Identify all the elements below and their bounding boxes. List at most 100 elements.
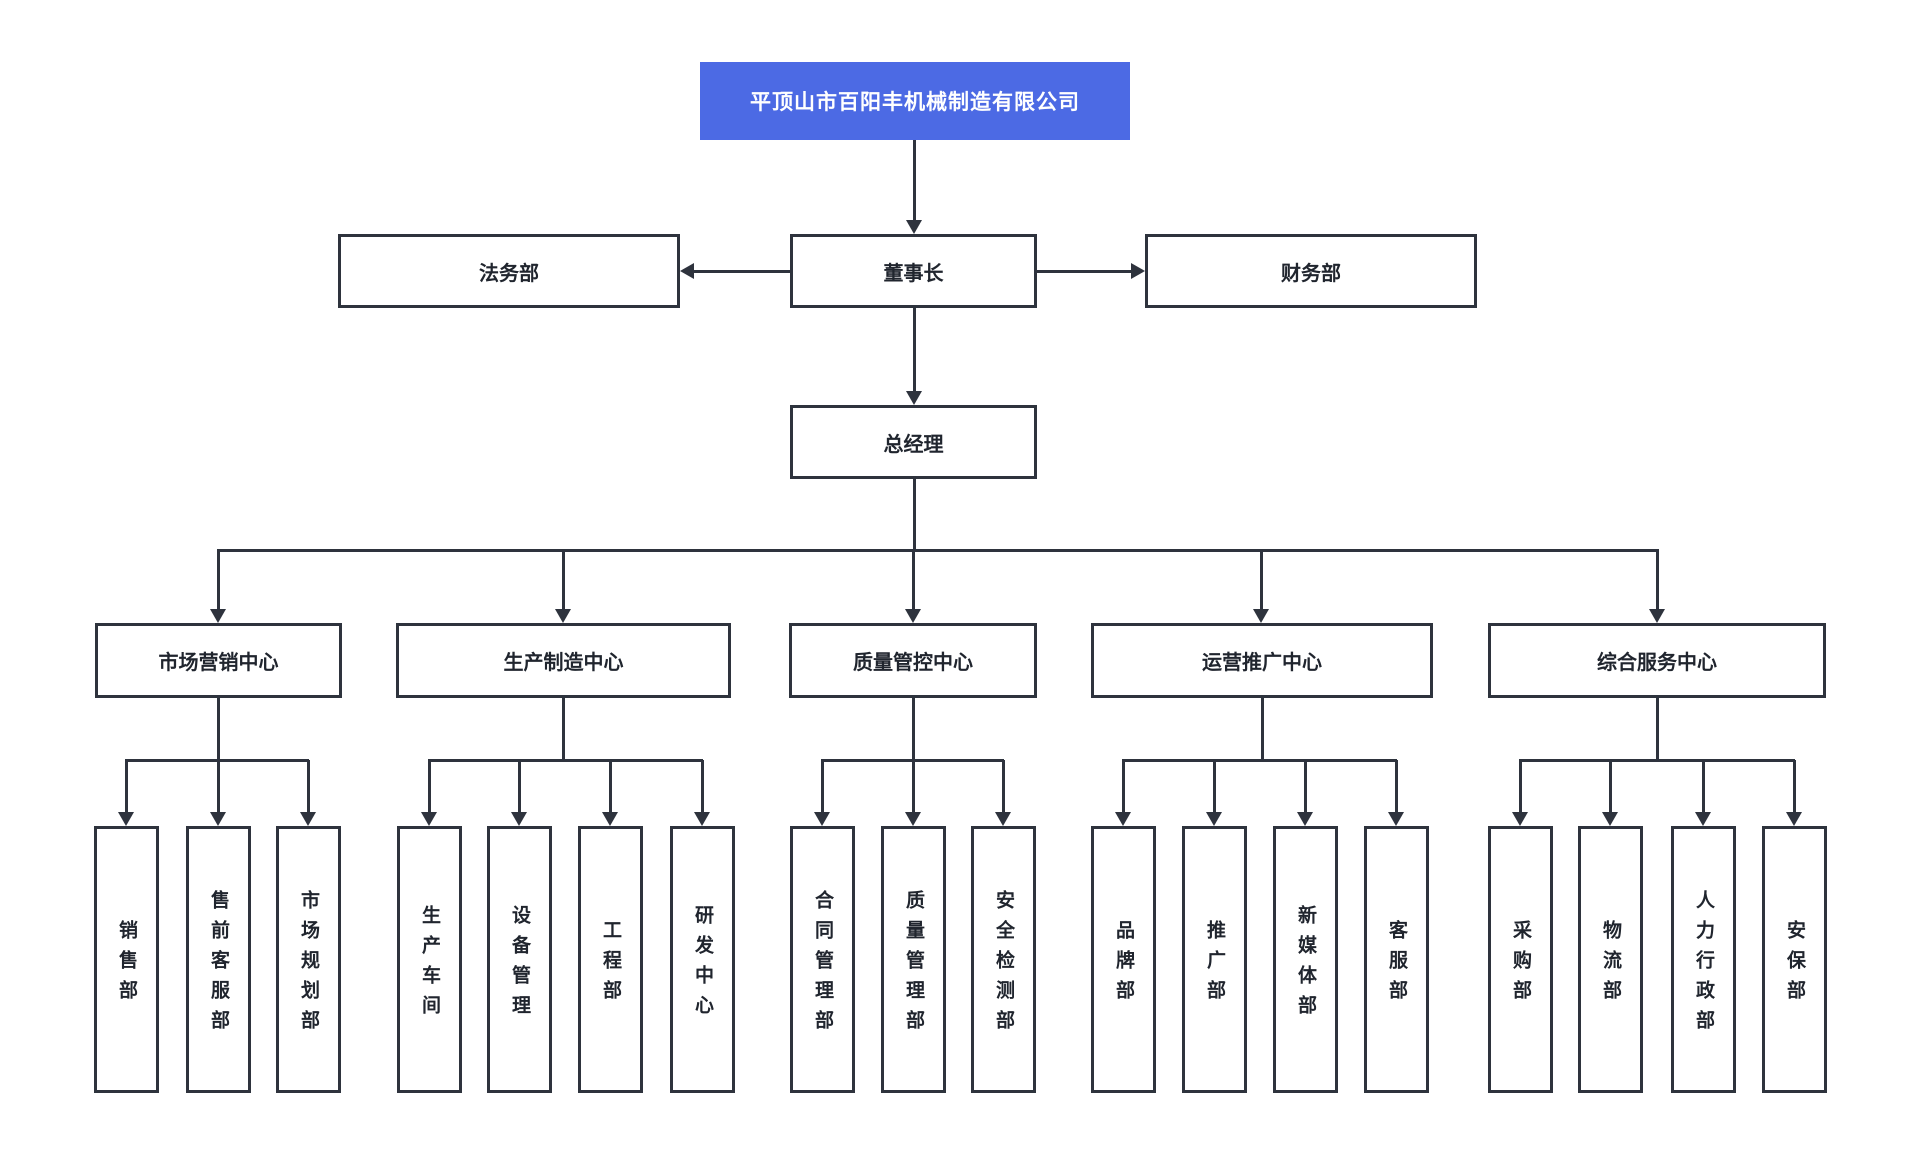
connector-drop-line <box>609 760 612 814</box>
dept-label: 销售部 <box>116 920 137 1010</box>
connector-drop-line <box>1213 760 1216 814</box>
arrowhead-down <box>906 220 922 234</box>
node-chairman: 董事长 <box>790 234 1037 308</box>
dept-label: 安全检测部 <box>993 890 1014 1040</box>
arrowhead-left <box>680 263 694 279</box>
connector-drop-line <box>1122 760 1125 814</box>
connector-drop-line <box>307 760 310 814</box>
node-dept-equipment-mgmt: 设备管理 <box>487 826 552 1093</box>
connector-group-bus <box>428 759 703 762</box>
arrowhead-down <box>905 812 921 826</box>
dept-label: 物流部 <box>1600 920 1621 1010</box>
arrowhead-down <box>555 609 571 623</box>
arrowhead-down <box>1695 812 1711 826</box>
arrowhead-down <box>1297 812 1313 826</box>
arrowhead-down <box>1115 812 1131 826</box>
connector-drop-line <box>518 760 521 814</box>
dept-label: 新媒体部 <box>1295 905 1316 1025</box>
connector-drop-line <box>1656 550 1659 610</box>
connector-drop-line <box>1609 760 1612 814</box>
arrowhead-down <box>814 812 830 826</box>
node-production-center: 生产制造中心 <box>396 623 731 698</box>
arrowhead-down <box>905 609 921 623</box>
node-marketing-center: 市场营销中心 <box>95 623 342 698</box>
node-quality-center: 质量管控中心 <box>789 623 1037 698</box>
connector-drop-line <box>125 760 128 814</box>
connector-parent-line <box>1261 698 1264 761</box>
node-dept-safety-testing: 安全检测部 <box>971 826 1036 1093</box>
dept-label: 人力行政部 <box>1693 890 1714 1040</box>
connector-drop-line <box>217 550 220 610</box>
connector-parent-line <box>217 698 220 761</box>
connector-drop-line <box>821 760 824 814</box>
node-dept-brand: 品牌部 <box>1091 826 1156 1093</box>
connector-drop-line <box>1304 760 1307 814</box>
arrowhead-down <box>1206 812 1222 826</box>
connector-drop-line <box>701 760 704 814</box>
connector-drop-line <box>1260 550 1263 610</box>
connector-gm-bus-line <box>913 479 916 550</box>
dept-label: 市场规划部 <box>298 890 319 1040</box>
node-dept-logistics: 物流部 <box>1578 826 1643 1093</box>
connector-drop-line <box>912 760 915 814</box>
node-finance-dept: 财务部 <box>1145 234 1477 308</box>
dept-label: 推广部 <box>1204 920 1225 1010</box>
arrowhead-down <box>210 812 226 826</box>
node-dept-sales: 销售部 <box>94 826 159 1093</box>
node-dept-hr-admin: 人力行政部 <box>1671 826 1736 1093</box>
node-dept-production-workshop: 生产车间 <box>397 826 462 1093</box>
arrowhead-down <box>1649 609 1665 623</box>
arrowhead-down <box>995 812 1011 826</box>
arrowhead-down <box>1388 812 1404 826</box>
arrowhead-down <box>1602 812 1618 826</box>
node-dept-presales-service: 售前客服部 <box>186 826 251 1093</box>
connector-group-bus <box>1519 759 1795 762</box>
node-general-manager: 总经理 <box>790 405 1037 479</box>
connector-drop-line <box>912 550 915 610</box>
node-legal-dept: 法务部 <box>338 234 680 308</box>
arrowhead-down <box>1786 812 1802 826</box>
arrowhead-down <box>210 609 226 623</box>
arrowhead-down <box>694 812 710 826</box>
connector-drop-line <box>1793 760 1796 814</box>
connector-drop-line <box>217 760 220 814</box>
dept-label: 生产车间 <box>419 905 440 1025</box>
connector-parent-line <box>562 698 565 761</box>
connector-drop-line <box>1519 760 1522 814</box>
node-services-center: 综合服务中心 <box>1488 623 1826 698</box>
dept-label: 研发中心 <box>692 905 713 1025</box>
node-company: 平顶山市百阳丰机械制造有限公司 <box>700 62 1130 140</box>
arrowhead-right <box>1131 263 1145 279</box>
arrowhead-down <box>1253 609 1269 623</box>
connector-drop-line <box>1002 760 1005 814</box>
arrowhead-down <box>421 812 437 826</box>
connector-chairman-gm-line <box>913 308 916 392</box>
dept-label: 合同管理部 <box>812 890 833 1040</box>
arrowhead-down <box>602 812 618 826</box>
node-dept-new-media: 新媒体部 <box>1273 826 1338 1093</box>
dept-label: 品牌部 <box>1113 920 1134 1010</box>
connector-drop-line <box>428 760 431 814</box>
dept-label: 安保部 <box>1784 920 1805 1010</box>
dept-label: 设备管理 <box>509 905 530 1025</box>
node-dept-contract-mgmt: 合同管理部 <box>790 826 855 1093</box>
arrowhead-down <box>511 812 527 826</box>
connector-gm-bus <box>217 549 1659 552</box>
node-dept-procurement: 采购部 <box>1488 826 1553 1093</box>
dept-label: 售前客服部 <box>208 890 229 1040</box>
arrowhead-down <box>118 812 134 826</box>
dept-label: 工程部 <box>600 920 621 1010</box>
dept-label: 质量管理部 <box>903 890 924 1040</box>
connector-company-chairman-line <box>913 140 916 222</box>
connector-chairman-finance-line <box>1037 270 1133 273</box>
connector-drop-line <box>1395 760 1398 814</box>
dept-label: 采购部 <box>1510 920 1531 1010</box>
node-dept-quality-mgmt: 质量管理部 <box>881 826 946 1093</box>
node-dept-security: 安保部 <box>1762 826 1827 1093</box>
connector-parent-line <box>1656 698 1659 761</box>
node-dept-customer-service: 客服部 <box>1364 826 1429 1093</box>
node-dept-market-planning: 市场规划部 <box>276 826 341 1093</box>
arrowhead-down <box>300 812 316 826</box>
node-dept-promotion: 推广部 <box>1182 826 1247 1093</box>
